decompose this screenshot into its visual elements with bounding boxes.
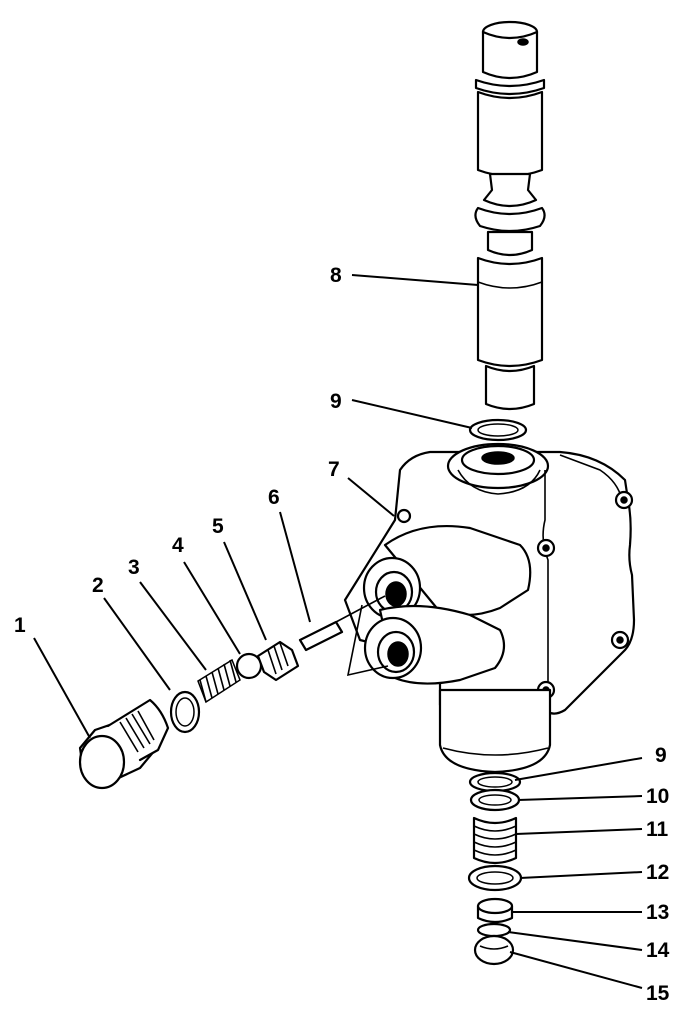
spool (474, 20, 546, 411)
callout-15: 15 (646, 982, 670, 1005)
mounting-bracket (346, 604, 389, 677)
callout-13: 13 (646, 901, 669, 924)
callout-5: 5 (212, 515, 224, 538)
retainer (467, 864, 523, 892)
leader-lines (33, 274, 643, 989)
callout-12: 12 (646, 861, 669, 884)
poppet (256, 640, 300, 682)
callout-2: 2 (92, 574, 104, 597)
callout-1: 1 (14, 614, 26, 637)
o-ring-top (468, 418, 528, 442)
ball (235, 652, 263, 680)
callout-3: 3 (128, 556, 140, 579)
end-cap (473, 934, 515, 966)
callout-14: 14 (646, 939, 670, 962)
washer-small (476, 922, 512, 938)
callout-8: 8 (330, 264, 342, 287)
callout-9-top: 9 (330, 390, 342, 413)
o-ring-bottom (468, 771, 522, 793)
port-boss-lower (363, 604, 506, 685)
spring-large (472, 816, 518, 865)
spring-seat (476, 897, 514, 924)
callout-10: 10 (646, 785, 669, 808)
callout-6: 6 (268, 486, 280, 509)
pin (298, 595, 386, 652)
washer (469, 788, 521, 812)
callout-4: 4 (172, 534, 184, 557)
callout-11: 11 (646, 818, 669, 841)
o-ring-small (169, 690, 201, 734)
spring-small (197, 658, 241, 704)
callout-9-bottom: 9 (655, 744, 667, 767)
callout-7: 7 (328, 458, 340, 481)
plug (78, 698, 170, 790)
